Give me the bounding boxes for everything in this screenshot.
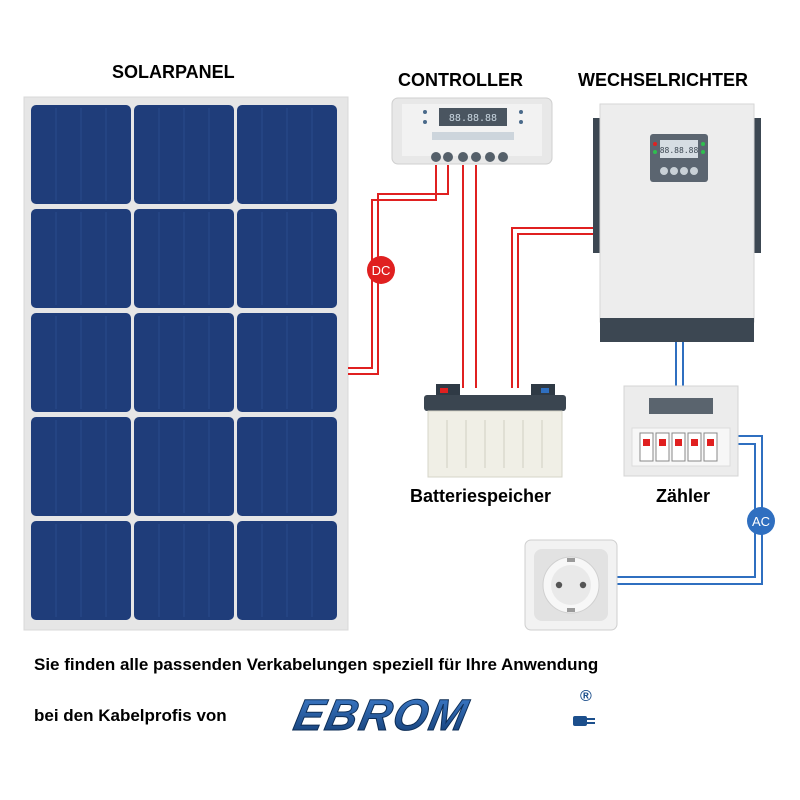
inverter-led-icon — [701, 142, 705, 146]
breaker-switch-icon — [691, 439, 698, 446]
inverter-lcd — [660, 140, 698, 158]
ebrom-brand-text: EBROM — [290, 691, 474, 739]
inverter-title: WECHSELRICHTER — [578, 70, 748, 90]
battery — [424, 384, 566, 478]
breaker-switch-icon — [643, 439, 650, 446]
inverter-led-icon — [653, 150, 657, 154]
dc-badge-text: DC — [372, 263, 391, 278]
wall-socket-icon — [524, 539, 618, 631]
meter-display — [649, 398, 713, 414]
solar-cells — [31, 105, 337, 620]
breaker-switch-icon — [659, 439, 666, 446]
inverter: 88.88.88 — [593, 103, 761, 342]
dc-badge: DC — [367, 256, 395, 284]
battery-title: Batteriespeicher — [410, 486, 552, 506]
meter-box — [623, 385, 739, 477]
plug-icon — [573, 716, 595, 726]
registered-mark: ® — [580, 688, 592, 705]
charge-controller: 88.88.88 — [391, 97, 553, 165]
controller-led-icon — [519, 110, 523, 114]
ebrom-logo: EBROM ® — [289, 688, 595, 740]
inverter-lcd-text: 88.88.88 — [660, 146, 699, 155]
breaker-switch-icon — [707, 439, 714, 446]
controller-title: CONTROLLER — [398, 70, 523, 90]
controller-led-icon — [423, 120, 427, 124]
dc-wires — [348, 165, 598, 388]
ac-badge-text: AC — [752, 514, 770, 529]
controller-led-icon — [423, 110, 427, 114]
circuit-breakers — [639, 432, 718, 462]
controller-lcd-text: 88.88.88 — [449, 113, 497, 124]
inverter-led-icon — [653, 142, 657, 146]
controller-lcd — [439, 108, 507, 126]
inverter-led-icon — [701, 150, 705, 154]
breaker-switch-icon — [675, 439, 682, 446]
controller-led-icon — [519, 120, 523, 124]
solar-panel-title: SOLARPANEL — [112, 62, 235, 82]
footer-line-2: bei den Kabelprofis von — [34, 706, 227, 725]
battery-positive-icon — [440, 388, 448, 393]
inverter-buttons — [660, 167, 698, 175]
controller-terminals — [431, 152, 508, 162]
meter-title: Zähler — [656, 486, 711, 506]
ac-badge: AC — [747, 507, 775, 535]
footer-line-1: Sie finden alle passenden Verkabelungen … — [34, 655, 599, 674]
battery-negative-icon — [541, 388, 549, 393]
solar-panel — [23, 96, 349, 631]
